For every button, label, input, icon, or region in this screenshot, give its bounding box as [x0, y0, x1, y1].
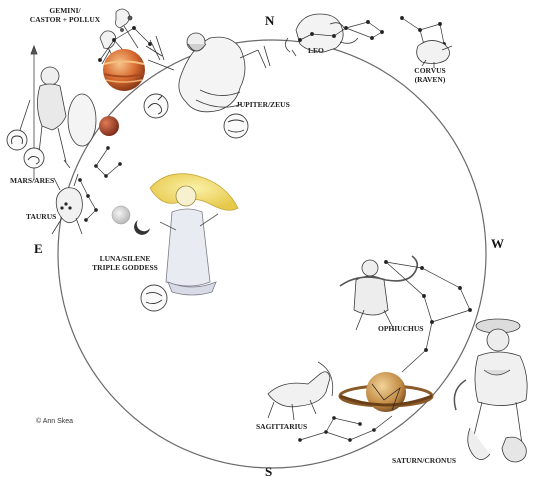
jupiter-zeus-label: JUPITER/ZEUS — [236, 100, 290, 109]
sagittarius-label: SAGITTARIUS — [256, 422, 307, 431]
corvus-label: CORVUS (RAVEN) — [408, 66, 452, 84]
pisces-emblem — [224, 114, 248, 138]
moon-planet — [112, 206, 130, 224]
aries-emblem — [7, 130, 27, 150]
scorpio-emblem — [144, 94, 168, 118]
mars-planet — [99, 116, 119, 136]
taurus-label: TAURUS — [26, 212, 56, 221]
ophiuchus-figure — [340, 256, 417, 330]
sagittarius-constellation — [299, 416, 393, 442]
saturn-planet — [340, 372, 432, 412]
ophiuchus-label: OPHIUCHUS — [378, 324, 423, 333]
gemini-label: GEMINI/ CASTOR + POLLUX — [26, 6, 104, 24]
scorpio-small-emblem — [24, 148, 44, 168]
leo-label: LEO — [308, 46, 324, 55]
direction-north: N — [265, 13, 275, 28]
direction-south: S — [265, 464, 272, 477]
luna-label-line2: TRIPLE GODDESS — [86, 263, 164, 272]
sagittarius-figure — [268, 362, 333, 420]
gemini-label-line2: CASTOR + POLLUX — [26, 15, 104, 24]
cancer-emblem — [141, 285, 167, 311]
saturn-cronus-label: SATURN/CRONUS — [392, 456, 456, 465]
mars-ares-label: MARS/ARES — [10, 176, 54, 185]
crescent-icon — [134, 220, 150, 235]
saturn-cronus-figure — [454, 319, 527, 462]
mars-constellation — [95, 147, 122, 178]
luna-label: LUNA/SILENE TRIPLE GODDESS — [86, 254, 164, 272]
corvus-label-line1: CORVUS — [408, 66, 452, 75]
luna-label-line1: LUNA/SILENE — [86, 254, 164, 263]
credit-text: © Ann Skea — [36, 418, 73, 425]
corvus-label-line2: (RAVEN) — [408, 75, 452, 84]
corvus-raven-figure — [417, 40, 452, 68]
jupiter-planet — [103, 49, 145, 91]
ophiuchus-constellation — [384, 260, 471, 372]
direction-west: W — [491, 236, 504, 251]
luna-figure — [150, 174, 238, 295]
direction-east: E — [34, 241, 43, 256]
gemini-label-line1: GEMINI/ — [26, 6, 104, 15]
